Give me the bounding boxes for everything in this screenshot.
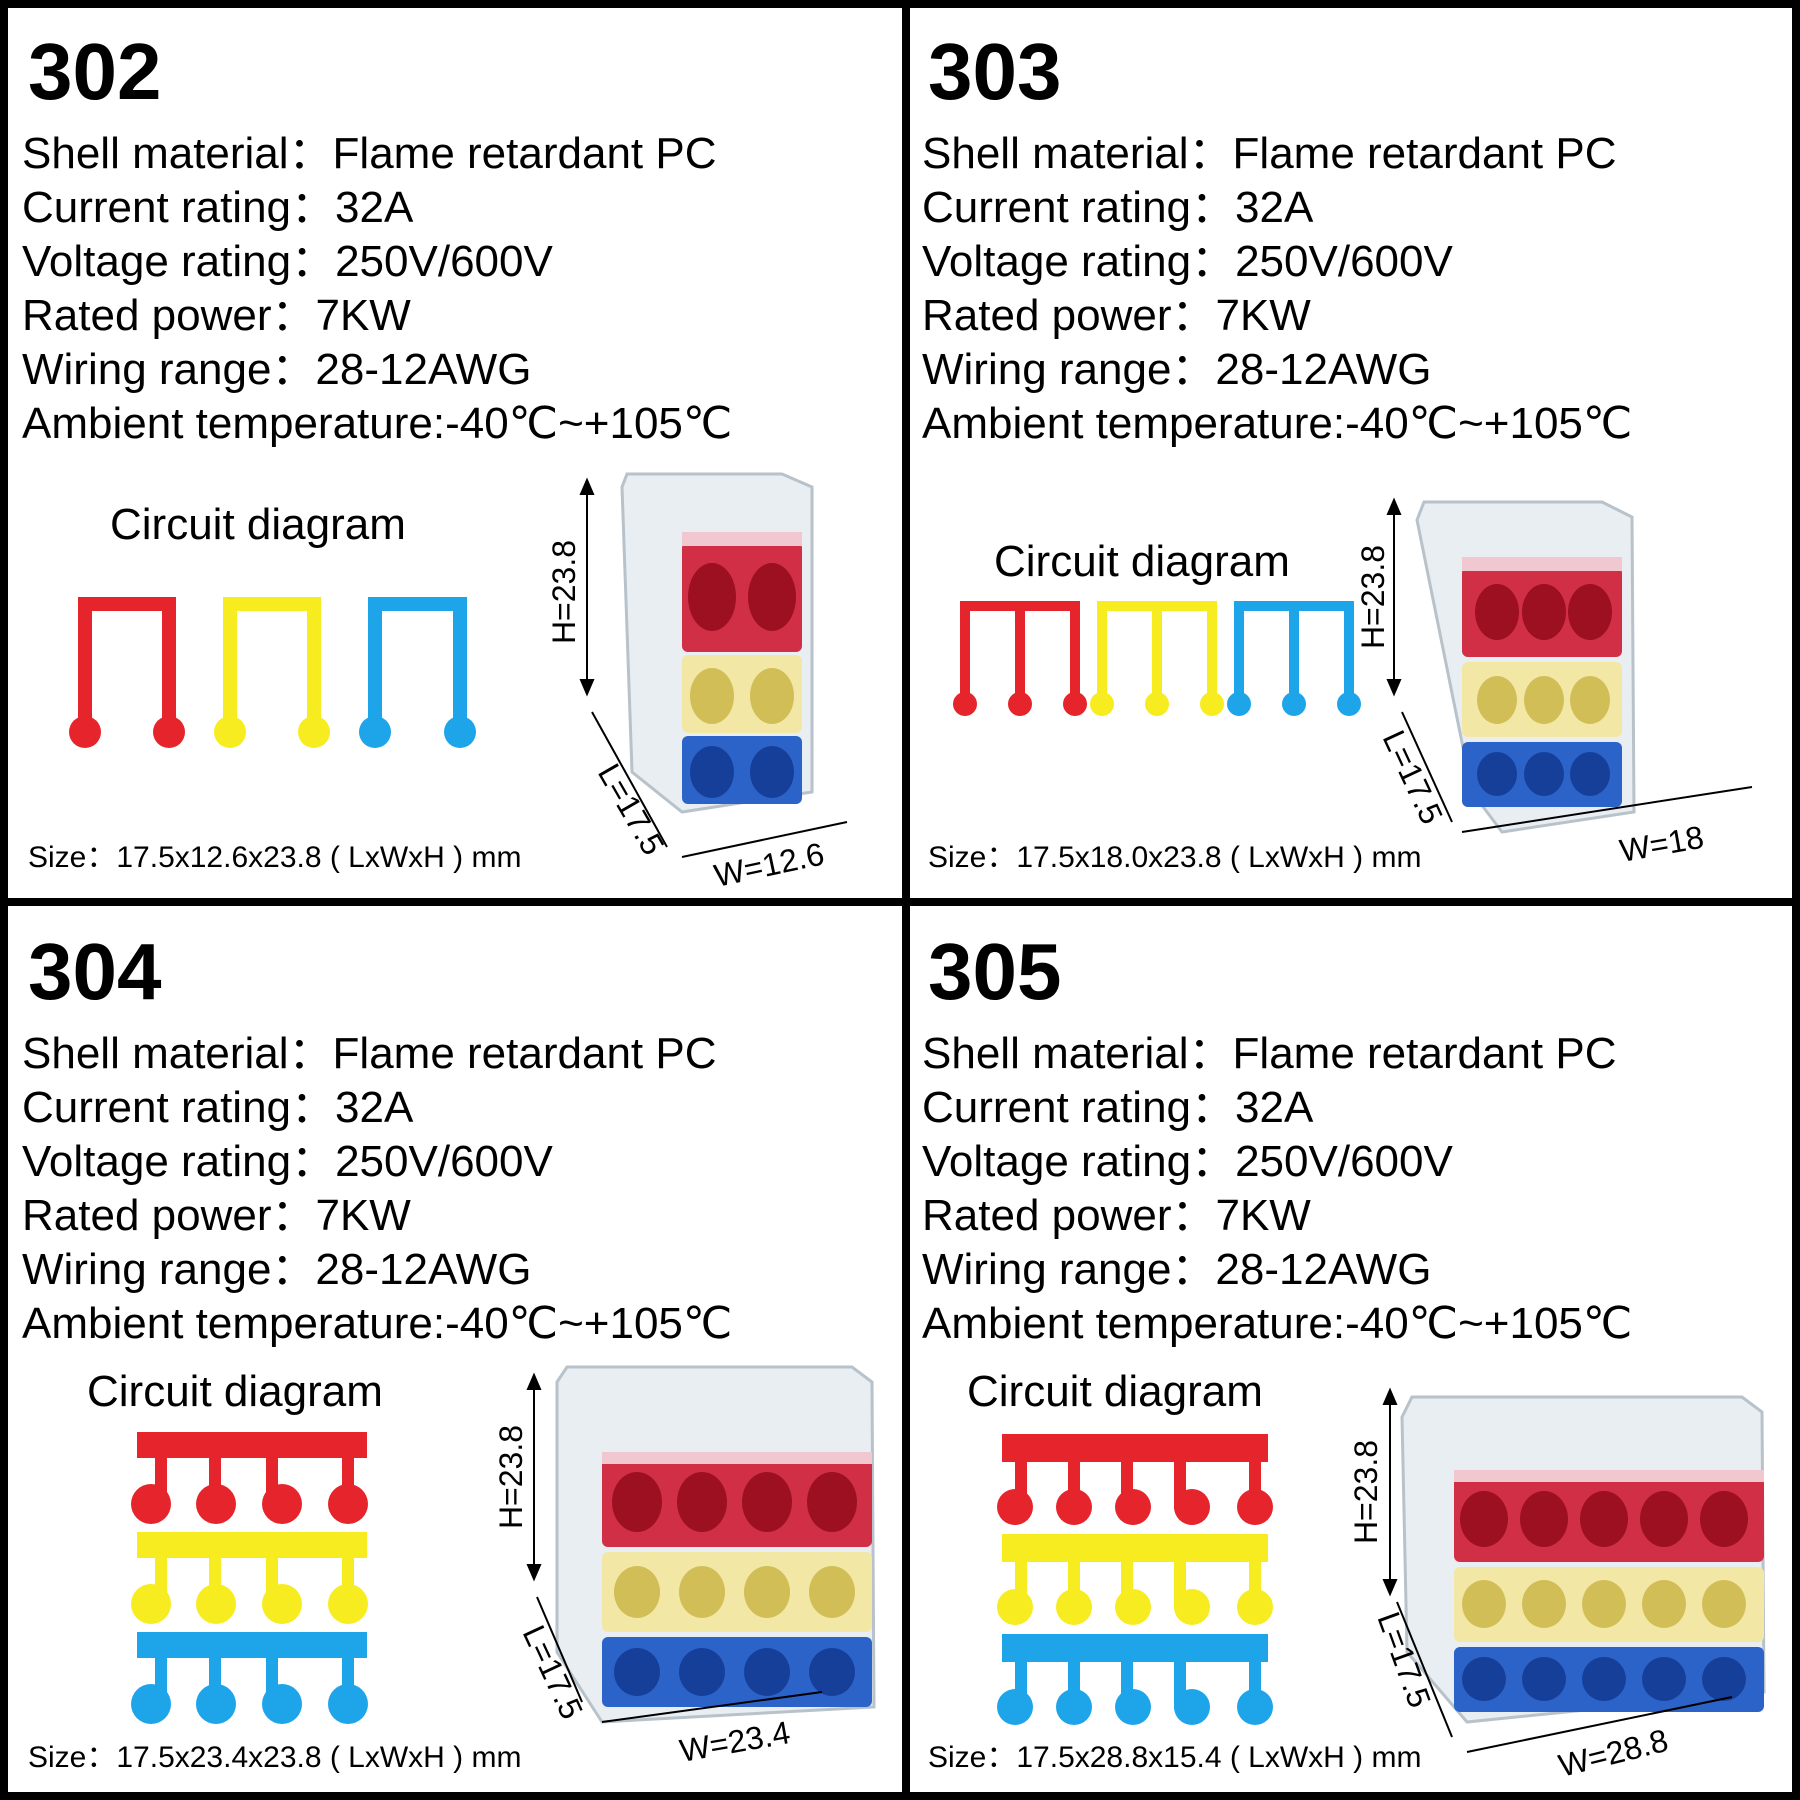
dimension-arrows xyxy=(1382,1387,1733,1753)
spec-current-rating: Current rating：32A xyxy=(922,1083,1314,1132)
circuit-blue xyxy=(1227,601,1361,716)
spec-shell-material: Shell material：Flame retardant PC xyxy=(922,1029,1617,1078)
panel-305: 305 Shell material：Flame retardant PC Cu… xyxy=(912,912,1792,1792)
dimension-width-label: W=18 xyxy=(1617,819,1706,869)
size-label: Size：17.5x18.0x23.8 ( LxWxH ) mm xyxy=(928,841,1422,874)
circuit-yellow xyxy=(214,597,330,748)
spec-voltage-rating: Voltage rating：250V/600V xyxy=(922,237,1453,286)
circuit-diagram-title: Circuit diagram xyxy=(87,1367,383,1416)
dimension-height-label: H=23.8 xyxy=(1348,1440,1384,1544)
circuit-and-product-graphic: H=23.8 L=17.5 W=28.8 xyxy=(997,1387,1766,1784)
spec-wiring-range: Wiring range：28-12AWG xyxy=(922,345,1432,394)
dimension-height-label: H=23.8 xyxy=(1355,545,1391,649)
circuit-red xyxy=(131,1432,368,1524)
circuit-diagram xyxy=(69,597,476,748)
spec-current-rating: Current rating：32A xyxy=(22,1083,414,1132)
size-label: Size：17.5x28.8x15.4 ( LxWxH ) mm xyxy=(928,1741,1422,1774)
dimension-length-label: L=17.5 xyxy=(1376,725,1450,830)
spec-voltage-rating: Voltage rating：250V/600V xyxy=(922,1137,1453,1186)
spec-rated-power: Rated power：7KW xyxy=(922,1191,1311,1240)
panel-302: 302 Shell material：Flame retardant PC Cu… xyxy=(12,12,892,892)
size-label: Size：17.5x23.4x23.8 ( LxWxH ) mm xyxy=(28,1741,522,1774)
spec-rated-power: Rated power：7KW xyxy=(22,1191,411,1240)
spec-shell-material: Shell material：Flame retardant PC xyxy=(922,129,1617,178)
circuit-yellow xyxy=(131,1532,368,1624)
model-number: 305 xyxy=(928,927,1062,1016)
spec-wiring-range: Wiring range：28-12AWG xyxy=(22,345,532,394)
circuit-and-product-graphic: H=23.8 L=17.5 W=12.6 xyxy=(69,472,848,892)
spec-list: Shell material：Flame retardant PC Curren… xyxy=(22,1027,732,1351)
dimension-height-label: H=23.8 xyxy=(546,540,582,644)
circuit-yellow xyxy=(1090,601,1224,716)
spec-ambient-temperature: Ambient temperature:-40℃~+105℃ xyxy=(922,399,1633,448)
panel-304: 304 Shell material：Flame retardant PC Cu… xyxy=(12,912,892,1792)
spec-rated-power: Rated power：7KW xyxy=(922,291,1311,340)
spec-current-rating: Current rating：32A xyxy=(22,183,414,232)
spec-ambient-temperature: Ambient temperature:-40℃~+105℃ xyxy=(922,1299,1633,1348)
spec-list: Shell material：Flame retardant PC Curren… xyxy=(922,127,1632,451)
circuit-red xyxy=(69,597,185,748)
circuit-blue xyxy=(359,597,476,748)
spec-voltage-rating: Voltage rating：250V/600V xyxy=(22,1137,553,1186)
dimension-arrows xyxy=(1386,497,1753,833)
spec-wiring-range: Wiring range：28-12AWG xyxy=(22,1245,532,1294)
spec-shell-material: Shell material：Flame retardant PC xyxy=(22,1029,717,1078)
spec-ambient-temperature: Ambient temperature:-40℃~+105℃ xyxy=(22,1299,733,1348)
circuit-blue xyxy=(131,1632,368,1724)
spec-ambient-temperature: Ambient temperature:-40℃~+105℃ xyxy=(22,399,733,448)
model-number: 302 xyxy=(28,27,162,116)
circuit-red xyxy=(953,601,1087,716)
spec-list: Shell material：Flame retardant PC Curren… xyxy=(922,1027,1632,1351)
dimension-arrows xyxy=(526,1372,823,1723)
spec-list: Shell material：Flame retardant PC Curren… xyxy=(22,127,732,451)
circuit-blue xyxy=(997,1634,1273,1725)
spec-rated-power: Rated power：7KW xyxy=(22,291,411,340)
circuit-diagram-title: Circuit diagram xyxy=(967,1367,1263,1416)
grid-divider-horizontal xyxy=(0,898,1800,906)
model-number: 303 xyxy=(928,27,1062,116)
spec-current-rating: Current rating：32A xyxy=(922,183,1314,232)
dimension-width-label: W=23.4 xyxy=(677,1714,793,1769)
spec-wiring-range: Wiring range：28-12AWG xyxy=(922,1245,1432,1294)
circuit-red xyxy=(997,1434,1273,1525)
connector-product-image xyxy=(1415,500,1636,834)
circuit-diagram xyxy=(997,1434,1273,1725)
spec-shell-material: Shell material：Flame retardant PC xyxy=(22,129,717,178)
dimension-height-label: H=23.8 xyxy=(493,1425,529,1529)
connector-product-image xyxy=(1400,1395,1766,1724)
circuit-diagram-title: Circuit diagram xyxy=(110,500,406,549)
circuit-diagram-title: Circuit diagram xyxy=(994,537,1290,586)
circuit-yellow xyxy=(997,1534,1273,1625)
circuit-diagram xyxy=(953,601,1361,716)
dimension-arrows xyxy=(579,477,848,858)
circuit-and-product-graphic: H=23.8 L=17.5 W=23.4 xyxy=(131,1365,876,1769)
dimension-width-label: W=28.8 xyxy=(1555,1722,1672,1784)
circuit-diagram xyxy=(131,1432,368,1724)
circuit-and-product-graphic: H=23.8 L=17.5 W=18 xyxy=(953,497,1753,869)
connector-product-image xyxy=(620,472,814,814)
connector-product-image xyxy=(555,1365,876,1724)
model-number: 304 xyxy=(28,927,162,1016)
panel-303: 303 Shell material：Flame retardant PC Cu… xyxy=(912,12,1792,892)
size-label: Size：17.5x12.6x23.8 ( LxWxH ) mm xyxy=(28,841,522,874)
spec-voltage-rating: Voltage rating：250V/600V xyxy=(22,237,553,286)
dimension-width-label: W=12.6 xyxy=(711,836,827,892)
